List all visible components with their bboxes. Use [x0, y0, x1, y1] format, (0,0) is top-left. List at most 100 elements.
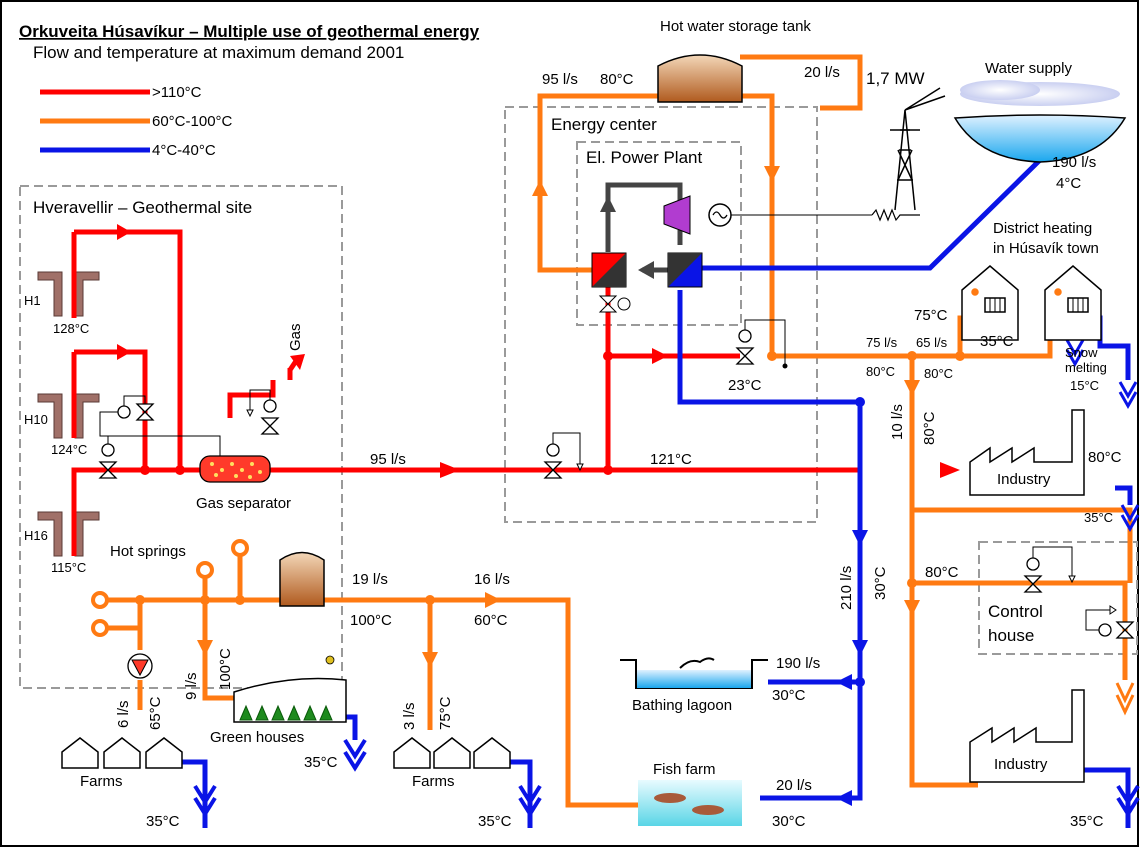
flow-arrow	[485, 592, 501, 608]
industry-bottom-icon	[969, 689, 1085, 783]
fish-farm-label: Fish farm	[653, 761, 716, 778]
temp-60: 60°C	[474, 612, 508, 629]
well-h1-label: H1	[24, 293, 41, 308]
turbine-icon	[663, 195, 691, 235]
green-house-icon	[233, 655, 347, 723]
high-temp-junctions	[140, 351, 613, 475]
temp-75-farms: 75°C	[437, 696, 454, 730]
control-house-label-1: Control	[988, 602, 1043, 621]
power-tower-icon	[890, 87, 946, 211]
junction-dot	[955, 351, 965, 361]
temp-30-fish: 30°C	[772, 813, 806, 830]
temp-100: 100°C	[350, 612, 392, 629]
farms-middle-label: Farms	[412, 773, 455, 790]
temp-35-dh: 35°C	[980, 333, 1014, 350]
industry-top-label: Industry	[997, 471, 1051, 488]
flow-3: 3 l/s	[401, 702, 418, 730]
drain-icon	[1065, 339, 1085, 368]
diagram-subtitle: Flow and temperature at maximum demand 2…	[33, 43, 404, 62]
temp-35-green: 35°C	[304, 754, 338, 771]
flow-arrow	[117, 224, 131, 240]
bee-icon	[325, 655, 335, 665]
district-heating-houses	[961, 265, 1102, 341]
temp-65: 65°C	[147, 696, 164, 730]
well-h10-temp: 124°C	[51, 442, 87, 457]
farms-left-label: Farms	[80, 773, 123, 790]
water-supply-label: Water supply	[985, 60, 1072, 77]
low-temp-pipes	[180, 158, 1133, 828]
flow-arrow	[117, 344, 131, 360]
drain-icon	[518, 784, 542, 818]
geothermal-site-region	[19, 185, 343, 689]
flow-190-lagoon: 190 l/s	[776, 655, 820, 672]
temp-80-b: 80°C	[924, 366, 953, 381]
temp-35-farms-left: 35°C	[146, 813, 180, 830]
gas-arrow	[290, 354, 305, 370]
junction-dot	[200, 595, 210, 605]
green-houses-label: Green houses	[210, 729, 304, 746]
junction-dot	[855, 397, 865, 407]
flow-arrow	[652, 348, 668, 364]
flow-arrow	[852, 530, 868, 546]
gas-label: Gas	[287, 323, 304, 351]
hot-spring-icon	[91, 591, 109, 609]
junction-dot	[855, 677, 865, 687]
high-temp-arrows	[117, 224, 960, 478]
control-house-region	[978, 541, 1138, 655]
high-temp-pipes	[71, 229, 860, 480]
temp-80-a: 80°C	[866, 364, 895, 379]
drain-icon	[343, 738, 367, 772]
flow-75: 75 l/s	[866, 335, 898, 350]
temp-35-farms-mid: 35°C	[478, 813, 512, 830]
farms-left-icon	[61, 737, 183, 769]
flow-19: 19 l/s	[352, 571, 388, 588]
legend-label-mid: 60°C-100°C	[152, 113, 233, 130]
temp-15: 15°C	[1070, 378, 1099, 393]
temp-80-vert: 80°C	[921, 411, 938, 445]
energy-center-region	[504, 106, 818, 523]
flow-annotations: 95 l/s 121°C 95 l/s 80°C 20 l/s 190 l/s …	[115, 64, 1122, 830]
well-h16-label: H16	[24, 528, 48, 543]
temp-80-tank: 80°C	[600, 71, 634, 88]
drain-icon	[1120, 504, 1140, 533]
heat-exchanger-hot	[591, 252, 627, 288]
flow-arrow	[836, 674, 852, 690]
snow-melting-label-2: melting	[1065, 360, 1107, 375]
flow-20-tank: 20 l/s	[804, 64, 840, 81]
flow-16: 16 l/s	[474, 571, 510, 588]
junction-dot	[175, 465, 185, 475]
flow-arrow	[940, 462, 960, 478]
flow-arrow	[764, 166, 780, 182]
resistor-icon	[871, 208, 920, 222]
temp-4: 4°C	[1056, 175, 1081, 192]
flow-210: 210 l/s	[838, 566, 855, 610]
flow-arrow	[440, 462, 460, 478]
mid-temp-pipes	[100, 54, 1133, 808]
junction-dot	[135, 595, 145, 605]
junction-dot	[907, 351, 917, 361]
junction-dot	[140, 465, 150, 475]
temp-80-control: 80°C	[925, 564, 959, 581]
flow-9: 9 l/s	[183, 672, 200, 700]
water-supply-icon	[953, 80, 1127, 163]
power-output-label: 1,7 MW	[866, 69, 925, 88]
district-heating-label-2: in Húsavík town	[993, 240, 1099, 257]
flow-arrow	[836, 790, 852, 806]
hot-spring-icon	[231, 539, 249, 557]
flow-arrow	[904, 600, 920, 616]
spring-tank	[279, 551, 325, 607]
hot-springs-label: Hot springs	[110, 543, 186, 560]
storage-tank	[657, 54, 743, 103]
farms-middle-icon	[393, 737, 511, 769]
flow-6: 6 l/s	[115, 700, 132, 728]
fish-farm-icon	[638, 780, 742, 826]
legend: >110°C 60°C-100°C 4°C-40°C	[40, 84, 233, 159]
valve-icon	[598, 295, 618, 313]
junction-dot	[603, 351, 613, 361]
low-temp-arrows	[193, 339, 1140, 818]
gas-separator-icon	[199, 455, 271, 483]
bathing-lagoon-icon	[620, 657, 768, 689]
temp-30-lagoon: 30°C	[772, 687, 806, 704]
